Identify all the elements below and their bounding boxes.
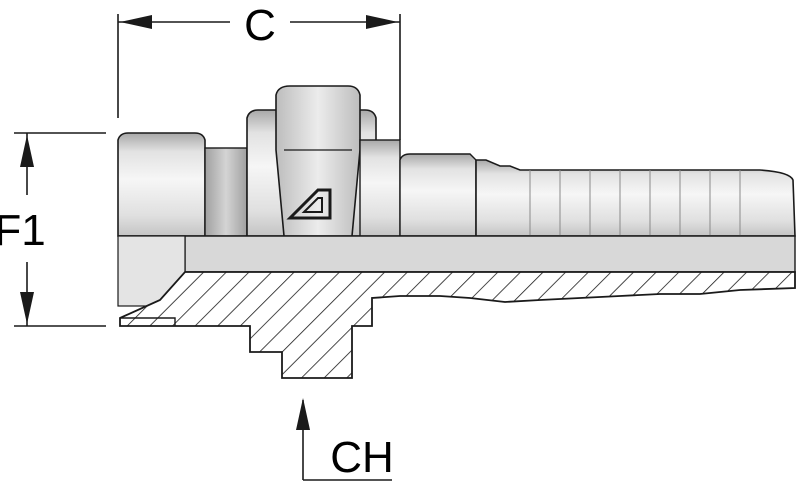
label-ch: CH bbox=[330, 433, 394, 482]
bore-band bbox=[118, 235, 796, 273]
section-hatch bbox=[119, 271, 796, 379]
serration-marks bbox=[529, 170, 741, 236]
hex-nut bbox=[275, 85, 361, 237]
cross-section bbox=[119, 271, 796, 379]
dimension-c bbox=[117, 14, 401, 140]
label-c: C bbox=[244, 1, 276, 50]
dimension-f1 bbox=[14, 132, 106, 327]
serrated-tail bbox=[475, 159, 796, 237]
label-f1: F1 bbox=[0, 206, 46, 255]
male-nose bbox=[117, 132, 206, 237]
fitting-body bbox=[117, 85, 796, 307]
stem-shoulder bbox=[399, 153, 477, 237]
brand-logo-icon bbox=[286, 188, 332, 220]
dimension-ch bbox=[296, 398, 392, 481]
stem-neck bbox=[359, 139, 401, 237]
nose-groove bbox=[204, 147, 248, 237]
